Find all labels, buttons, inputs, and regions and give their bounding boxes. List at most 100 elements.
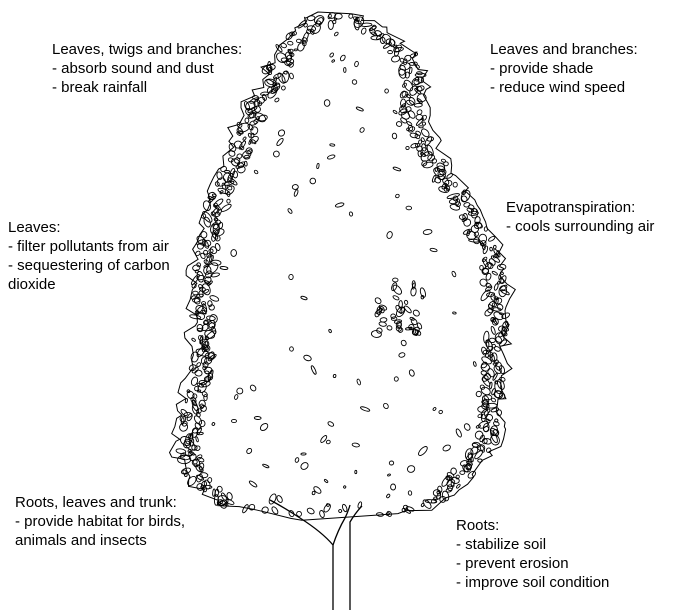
annotation-line: - provide shade (490, 59, 638, 78)
leaf-cluster (234, 394, 239, 400)
leaf-cluster (329, 52, 334, 57)
leaf-cluster (432, 407, 436, 411)
leaf-cluster (231, 249, 237, 256)
leaf-cluster (327, 421, 334, 427)
leaf-cluster (220, 203, 232, 213)
leaf-cluster (463, 423, 471, 432)
leaf-cluster (267, 61, 271, 71)
annotation-line: - filter pollutants from air (8, 237, 170, 256)
leaf-cluster (245, 118, 249, 123)
leaf-cluster (220, 266, 228, 270)
leaf-cluster (422, 121, 426, 125)
leaf-cluster (400, 58, 405, 63)
leaf-cluster (500, 271, 504, 275)
leaf-cluster (460, 471, 465, 475)
leaf-cluster (306, 507, 315, 515)
leaf-cluster (228, 157, 234, 162)
leaf-cluster (204, 395, 208, 401)
leaf-cluster (452, 312, 456, 315)
leaf-cluster (248, 480, 257, 488)
leaf-cluster (473, 361, 477, 366)
leaf-cluster (343, 485, 346, 488)
leaf-cluster (360, 406, 370, 412)
leaf-cluster (406, 146, 410, 150)
leaf-cluster (456, 484, 461, 489)
leaf-cluster (195, 473, 203, 483)
leaf-cluster (357, 501, 362, 508)
leaf-cluster (392, 44, 402, 54)
leaf-cluster (408, 369, 415, 377)
leaf-cluster (281, 86, 286, 91)
leaf-cluster (355, 470, 357, 473)
leaf-cluster (327, 154, 335, 160)
leaf-cluster (441, 476, 451, 488)
leaf-cluster (485, 273, 492, 281)
leaf-cluster (331, 59, 335, 62)
leaf-cluster (212, 422, 216, 426)
leaf-cluster (342, 504, 348, 512)
leaf-cluster (195, 437, 198, 443)
leaf-cluster (394, 377, 399, 382)
leaf-cluster (404, 300, 408, 305)
leaf-cluster (176, 448, 186, 454)
leaf-cluster (335, 202, 344, 208)
annotation-line: animals and insects (15, 531, 185, 550)
leaf-cluster (473, 449, 483, 460)
leaf-cluster (468, 204, 475, 210)
leaf-cluster (310, 365, 317, 375)
leaf-cluster (301, 453, 306, 455)
leaf-cluster (203, 289, 209, 294)
leaf-cluster (393, 166, 401, 171)
leaf-cluster (277, 129, 286, 138)
annotation-line: - prevent erosion (456, 554, 609, 573)
leaf-cluster (412, 281, 416, 288)
leaf-cluster (356, 379, 361, 386)
leaf-cluster (453, 182, 457, 187)
leaf-cluster (410, 287, 416, 296)
leaf-cluster (442, 444, 451, 452)
leaf-cluster (203, 216, 212, 228)
leaf-cluster (303, 354, 312, 362)
leaf-cluster (323, 503, 332, 513)
leaf-cluster (354, 61, 359, 67)
leaf-cluster (432, 175, 437, 183)
leaf-cluster (326, 440, 331, 445)
leaf-cluster (328, 20, 333, 29)
leaf-cluster (292, 184, 298, 189)
roots-annotation: Roots: - stabilize soil - prevent erosio… (456, 516, 609, 592)
leaf-cluster (392, 133, 397, 139)
leaf-cluster (233, 171, 238, 178)
leaf-cluster (446, 173, 453, 180)
leaf-cluster (280, 42, 287, 48)
leaf-cluster (259, 422, 269, 432)
leaf-cluster (220, 165, 228, 172)
annotation-line: - improve soil condition (456, 573, 609, 592)
leaf-cluster (196, 271, 204, 283)
leaf-cluster (393, 110, 398, 114)
leaf-cluster (268, 71, 272, 74)
leaf-cluster (455, 474, 460, 479)
leaf-cluster (498, 339, 507, 348)
leaf-cluster (406, 206, 412, 210)
leaf-cluster (402, 508, 407, 513)
leaf-cluster (324, 100, 330, 107)
leaf-cluster (196, 362, 201, 367)
leaf-cluster (200, 472, 208, 477)
leaf-cluster (430, 248, 438, 253)
leaf-cluster (386, 325, 392, 331)
leaf-cluster (451, 271, 456, 278)
canopy-right-annotation: Leaves and branches: - provide shade - r… (490, 40, 638, 97)
leaf-cluster (287, 41, 293, 46)
leaf-cluster (208, 304, 214, 310)
leaf-cluster (352, 79, 358, 85)
leaf-cluster (241, 149, 252, 159)
leaf-cluster (495, 336, 503, 345)
leaf-cluster (398, 352, 405, 358)
annotation-line: - cools surrounding air (506, 217, 654, 236)
annotation-title: Leaves: (8, 218, 170, 237)
leaf-cluster (392, 295, 399, 301)
leaf-cluster (386, 231, 393, 239)
leaf-cluster (374, 297, 382, 305)
leaf-cluster (400, 339, 407, 346)
leaf-cluster (423, 161, 434, 168)
